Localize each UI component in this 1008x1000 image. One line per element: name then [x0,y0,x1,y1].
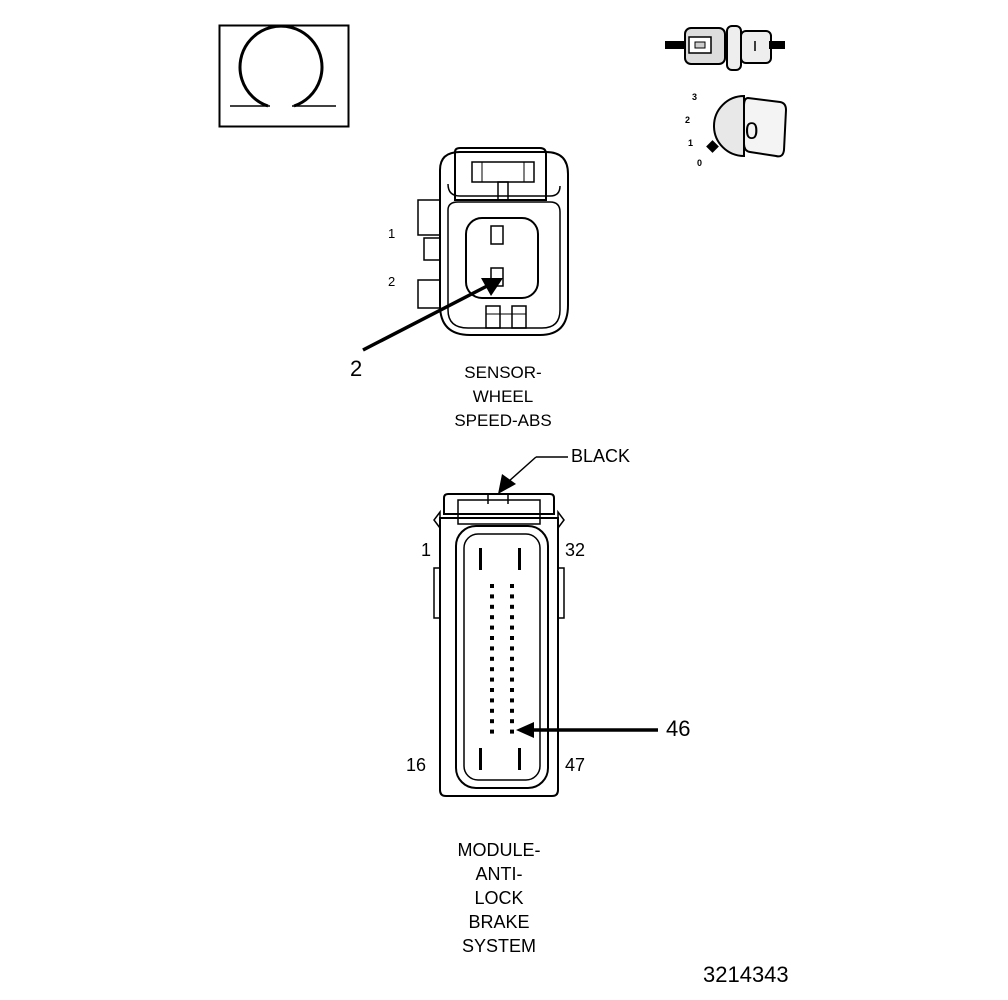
module-caption-line-3: LOCK [474,888,524,908]
module-pin [510,594,514,599]
sensor-caption-line-2: WHEEL [472,387,534,406]
module-pin [510,615,514,620]
sensor-callout-arrow [362,278,503,352]
unplugged-connector-icon [665,25,785,71]
module-pin [490,615,494,620]
module-pin [490,646,494,651]
module-color-label: BLACK [571,446,631,466]
module-connector-drawing [433,493,565,797]
module-pin [490,584,494,588]
ignition-switch-icon [706,94,788,158]
sensor-caption-line-1: SENSOR- [464,363,542,382]
sensor-pin-label-2: 2 [388,274,396,289]
module-pin [490,667,494,672]
module-pin [490,729,494,734]
module-pin [510,677,514,682]
module-pin [510,719,514,724]
module-pin [490,677,494,682]
module-caption: MODULE- ANTI- LOCK BRAKE SYSTEM [434,838,564,958]
ignition-position-0: 0 [697,158,703,168]
module-pin [510,688,514,692]
module-pin [510,667,514,672]
module-corner-bottom-left: 16 [406,755,427,775]
module-pin [490,594,494,599]
module-pin [490,688,494,692]
module-pin [510,729,514,734]
ignition-key-label: 0 [745,118,759,145]
module-color-leader [498,456,568,494]
module-pin [490,656,494,661]
sensor-pin-label-1: 1 [388,226,396,241]
sensor-connector-drawing [417,147,569,336]
module-pin [510,625,514,630]
module-pin [490,708,494,713]
module-callout-label: 46 [666,716,691,741]
ignition-position-1: 1 [688,138,694,148]
module-callout-arrow [516,722,658,738]
module-caption-line-2: ANTI- [475,864,523,884]
module-pin [510,604,514,609]
module-pin [510,656,514,661]
figure-id: 3214343 [703,962,789,987]
module-pin [510,584,514,588]
module-pin [490,719,494,724]
ohm-meter-icon [218,24,350,128]
module-caption-line-5: SYSTEM [461,936,536,956]
module-pin [510,708,514,713]
module-pin-grid [490,584,514,734]
module-pin [490,604,494,609]
module-caption-line-1: MODULE- [457,840,541,860]
ignition-position-3: 3 [692,92,698,102]
module-pin [510,698,514,703]
module-corner-top-left: 1 [421,540,432,560]
sensor-caption-line-3: SPEED-ABS [454,411,552,430]
ignition-position-2: 2 [685,115,691,125]
sensor-caption: SENSOR- WHEEL SPEED-ABS [438,361,568,433]
module-pin [490,636,494,640]
module-pin [490,698,494,703]
sensor-callout-label: 2 [350,356,363,381]
module-pin [510,636,514,640]
module-pin [510,646,514,651]
module-corner-top-right: 32 [565,540,586,560]
module-pin [490,625,494,630]
module-caption-line-4: BRAKE [468,912,530,932]
module-corner-bottom-right: 47 [565,755,586,775]
